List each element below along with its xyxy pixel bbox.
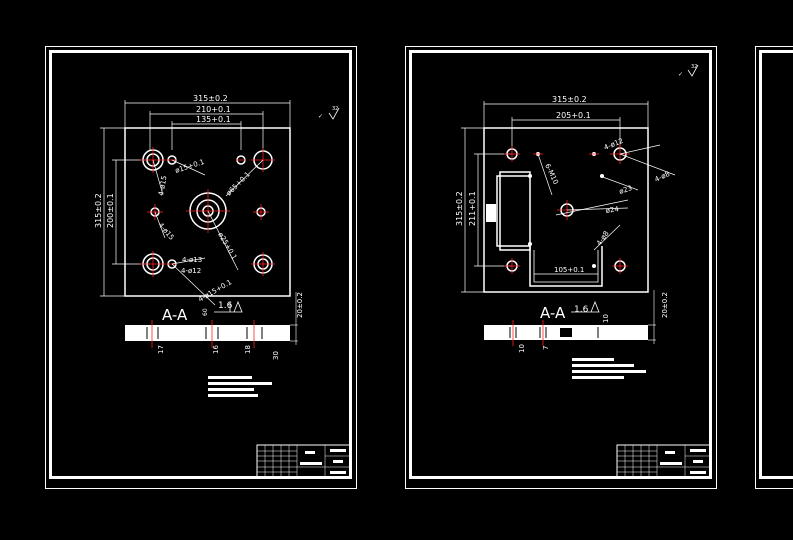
sheet-2-roughness-value: 32 (691, 64, 697, 70)
sheet-1: ✓ 32 315±0.2 210+0.1 135+0.1 (45, 46, 357, 489)
sheet-2-dim-10b: 10 (602, 314, 610, 323)
svg-text:✓: ✓ (318, 113, 323, 120)
sheet-2-pocket-outline (496, 171, 531, 251)
sheet-2-plate-outline (483, 127, 649, 293)
sheet-1-label-hole-b: 4-ø15 (157, 175, 168, 196)
sheet-1-dim-60: 60 (202, 308, 209, 316)
sheet-2-dim-height-inner: 211+0.1 (468, 191, 477, 226)
sheet-2-label-hole-e: ø24 (605, 205, 620, 215)
sheet-1-dim-width-inner: 135+0.1 (196, 115, 231, 124)
sheet-2-label-hole-d: ø23 (618, 184, 633, 196)
sheet-1-label-hole-b-2: 4-ø15 (156, 221, 175, 242)
sheet-1-label-hole-g: 4-ø15+0.1 (197, 278, 233, 304)
sheet-2-label-hole-f: 4-ø8 (595, 230, 611, 247)
sheet-1-dim-17: 17 (157, 345, 165, 354)
sheet-1-inner-border (49, 50, 352, 479)
sheet-1-plate-outline (124, 127, 291, 297)
sheet-2-dim-7: 7 (542, 346, 550, 350)
sheet-2-dim-slot-width: 105+0.1 (554, 266, 584, 274)
sheet-2-section-label: A-A (540, 304, 566, 322)
sheet-1-dim-section-thickness: 20±0.2 (296, 292, 304, 318)
sheet-2-inner-border (409, 50, 712, 479)
sheet-1-label-hole-d: ø15+0.1 (174, 158, 205, 175)
sheet-1-roughness-symbol: ✓ 32 (318, 106, 340, 120)
sheet-2-label-hole-c: 4-ø8 (653, 170, 671, 184)
sheet-1-label-hole-e: ø65+0.1 (225, 170, 252, 197)
sheet-1-title-block (256, 444, 352, 479)
sheet-1-dim-30: 30 (272, 351, 280, 360)
sheet-1-dim-height-inner: 200±0.1 (106, 193, 115, 228)
sheet-3-inner-border (759, 50, 793, 479)
sheet-2-flat-symbol: 1.6 (574, 305, 589, 315)
sheet-1-notes (208, 376, 272, 397)
sheet-2-notes (572, 358, 646, 379)
sheet-2-roughness-symbol: ✓ 32 (678, 64, 699, 78)
sheet-2-dim-width-inner: 205+0.1 (556, 111, 591, 120)
sheet-1-section-label: A-A (162, 306, 188, 324)
sheet-3-partial (755, 46, 793, 489)
sheet-2-dim-height-total: 315±0.2 (455, 191, 464, 226)
sheet-1-dim-width-total: 315±0.2 (193, 94, 228, 103)
sheet-2-title-block (616, 444, 712, 479)
sheet-2: ✓ 32 315±0.2 205+0.1 315±0.2 211+0.1 (405, 46, 717, 489)
sheet-1-outer-border (45, 46, 357, 489)
sheet-2-label-hole-b: 6-M10 (543, 162, 560, 185)
sheet-1-label-hole-a: 4-ø13 (182, 256, 202, 264)
sheet-2-label-hole-a: 4-ø12 (603, 137, 625, 152)
sheet-2-side-notch (486, 204, 496, 222)
sheet-2-dim-10a: 10 (518, 344, 526, 353)
sheet-1-dim-width-mid: 210+0.1 (196, 105, 231, 114)
sheet-2-dim-width-total: 315±0.2 (552, 95, 587, 104)
sheet-1-label-hole-f: ø25+0.1 (216, 231, 238, 261)
sheet-2-outer-border (405, 46, 717, 489)
sheet-1-dim-16: 16 (212, 345, 220, 354)
sheet-1-dim-18: 18 (244, 345, 252, 354)
sheet-2-dim-section-thickness: 20±0.2 (661, 292, 669, 318)
sheet-1-flat-symbol: 1.6 (218, 301, 233, 311)
sheet-1-label-hole-c: 4-ø12 (181, 267, 201, 275)
sheet-1-dim-height-total: 315±0.2 (94, 193, 103, 228)
sheet-3-outer-border (755, 46, 793, 489)
svg-text:✓: ✓ (678, 71, 683, 78)
sheet-1-roughness-value: 32 (332, 106, 338, 112)
sheet-1-section-body (125, 325, 290, 341)
sheet-2-slot-outline (529, 246, 603, 287)
